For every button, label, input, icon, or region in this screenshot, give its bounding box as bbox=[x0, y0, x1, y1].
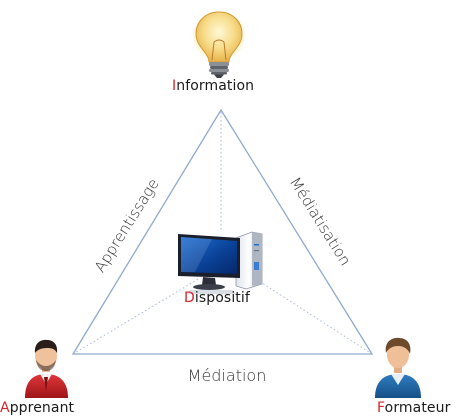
node-label-information: Information bbox=[172, 78, 254, 94]
inner-dotted-lines bbox=[72, 112, 373, 355]
node-initial: F bbox=[377, 400, 385, 416]
node-label-rest: nformation bbox=[176, 78, 255, 94]
node-initial: I bbox=[172, 78, 177, 94]
node-label-apprenant: Apprenant bbox=[0, 400, 74, 416]
triangle-outline bbox=[71, 108, 374, 355]
dotted-line-left bbox=[72, 277, 201, 355]
edge-label-bottom: Médiation bbox=[188, 366, 267, 385]
node-label-formateur: Formateur bbox=[377, 400, 450, 416]
lightbulb-icon bbox=[193, 11, 245, 78]
node-initial: D bbox=[184, 290, 195, 306]
computer-icon bbox=[178, 231, 263, 294]
node-label-dispositif: Dispositif bbox=[184, 290, 250, 306]
trainer-avatar-icon bbox=[375, 337, 421, 398]
node-label-rest: ispositif bbox=[194, 290, 250, 306]
learner-avatar-icon bbox=[25, 339, 68, 398]
edge-label-left: Apprentissage bbox=[91, 175, 163, 275]
edge-label-right: Médiatisation bbox=[286, 174, 355, 269]
node-label-rest: ormateur bbox=[384, 400, 451, 416]
node-initial: A bbox=[0, 400, 10, 416]
dotted-line-right bbox=[261, 282, 373, 355]
node-label-rest: pprenant bbox=[9, 400, 75, 416]
